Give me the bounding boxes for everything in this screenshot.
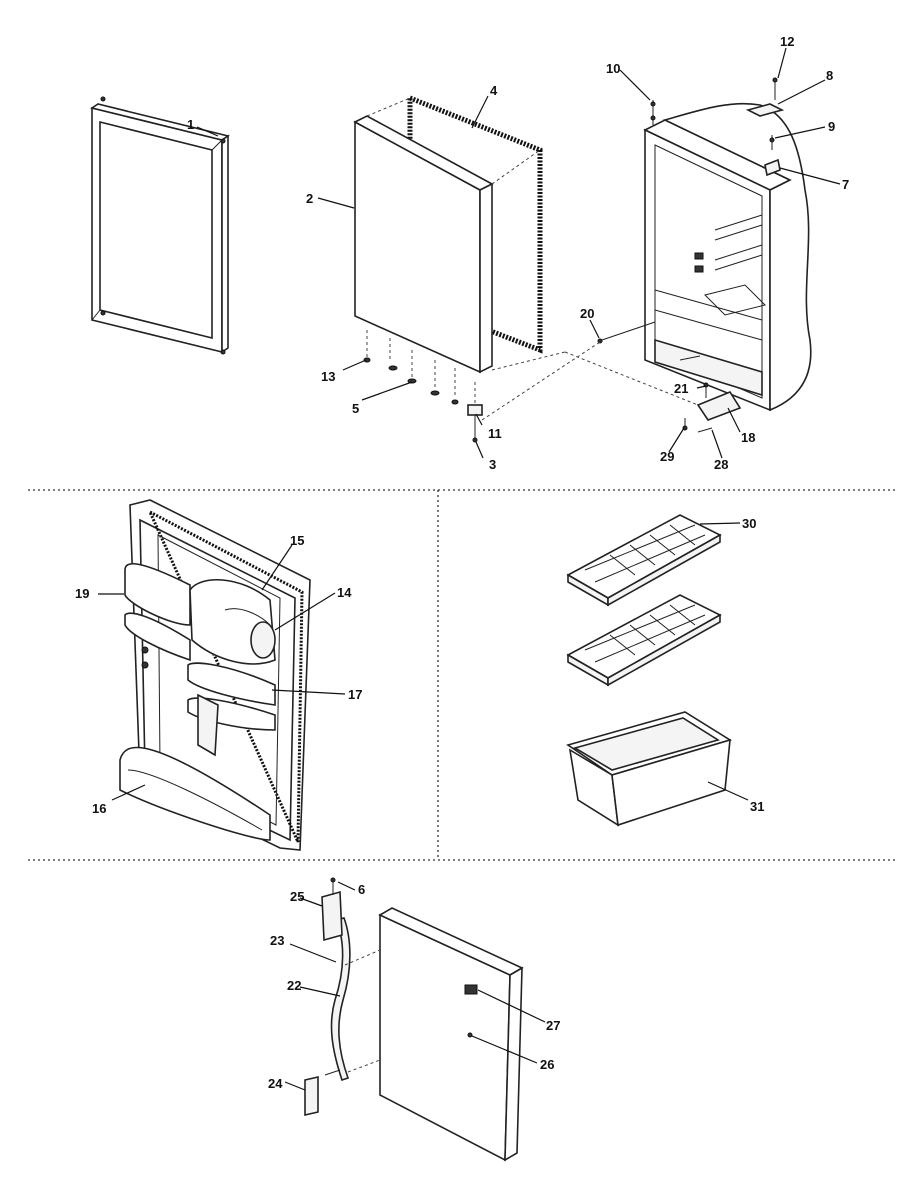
callout-16: 16 [92,801,106,816]
callout-15: 15 [290,533,304,548]
callout-2: 2 [306,191,313,206]
ice-tray-part [566,514,722,607]
callout-28: 28 [714,457,728,472]
callout-20: 20 [580,306,594,321]
callout-25: 25 [290,889,304,904]
callout-1: 1 [187,117,194,132]
callout-9: 9 [828,119,835,134]
callout-19: 19 [75,586,89,601]
freezer-door-part [304,877,524,1162]
callout-30: 30 [742,516,756,531]
callout-6: 6 [358,882,365,897]
door-frame-part [90,96,230,355]
leader-lines [98,47,841,1091]
callout-3: 3 [489,457,496,472]
door-panel-part [353,94,566,443]
ice-tray-part-2 [566,594,722,687]
callout-8: 8 [826,68,833,83]
callout-7: 7 [842,177,849,192]
callout-11: 11 [488,426,502,441]
callout-23: 23 [270,933,284,948]
callout-4: 4 [490,83,498,98]
storage-bin-part [566,711,732,827]
door-liner-part [119,499,311,851]
callout-13: 13 [321,369,335,384]
callout-10: 10 [606,61,620,76]
callout-22: 22 [287,978,301,993]
callout-17: 17 [348,687,362,702]
callout-27: 27 [546,1018,560,1033]
callout-26: 26 [540,1057,554,1072]
callout-24: 24 [268,1076,283,1091]
callout-18: 18 [741,430,755,445]
callout-21: 21 [674,381,688,396]
callout-29: 29 [660,449,674,464]
callout-31: 31 [750,799,764,814]
callout-12: 12 [780,34,794,49]
callout-5: 5 [352,401,359,416]
cabinet-part [481,77,812,433]
callout-14: 14 [337,585,352,600]
